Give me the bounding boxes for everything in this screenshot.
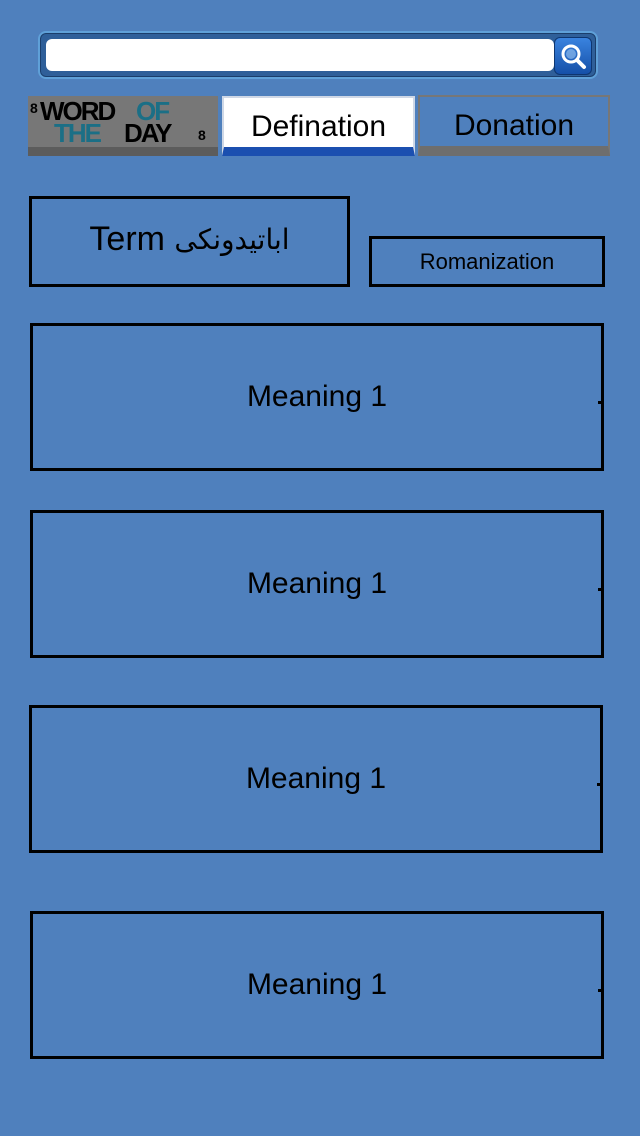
word-of-the-day-logo: 8 WORD OF THE DAY 8 [30,96,206,147]
tab-definition-label: Defination [250,109,387,143]
meaning-box: Meaning 1 [29,705,603,853]
meaning-text: Meaning 1 [246,567,388,600]
word-of-the-day-button[interactable]: 8 WORD OF THE DAY 8 [28,96,218,156]
romanization-box: Romanization [369,236,605,287]
romanization-label: Romanization [419,248,555,274]
meaning-box: Meaning 1 [30,911,604,1059]
search-icon [561,44,586,69]
meaning-marker [597,783,600,786]
meaning-text: Meaning 1 [245,762,387,795]
search-bar [38,31,598,79]
logo-mark-right: 8 [198,127,206,143]
tab-donation-label: Donation [453,108,575,142]
meaning-box: Meaning 1 [30,323,604,471]
term-label: Term [89,220,175,258]
meaning-box: Meaning 1 [30,510,604,658]
meaning-marker [598,989,601,992]
logo-mark-left: 8 [30,100,38,116]
logo-word: WORD [40,96,116,126]
tab-donation[interactable]: Donation [418,95,610,156]
tab-definition[interactable]: Defination [222,96,415,156]
logo-of: OF [136,96,169,126]
meaning-marker [598,401,601,404]
logo-the: THE [54,118,102,147]
meaning-text: Meaning 1 [246,968,388,1001]
term-urdu: اباتیدونکی [174,223,290,256]
term-box: Term اباتیدونکی [29,196,350,287]
search-input[interactable] [46,39,554,71]
meaning-text: Meaning 1 [246,380,388,413]
meaning-marker [598,588,601,591]
search-button[interactable] [554,37,592,75]
logo-day: DAY [124,118,172,147]
